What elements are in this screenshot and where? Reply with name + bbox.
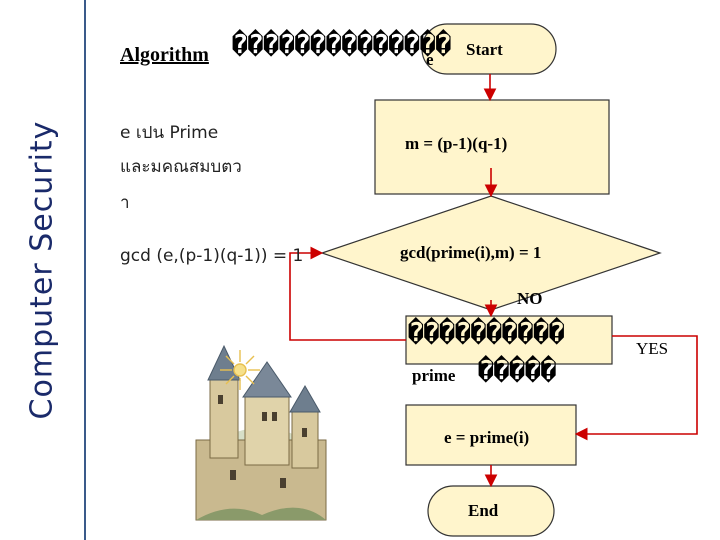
process-m-label: m = (p-1)(q-1): [405, 134, 508, 153]
arrow-yes-loop: [574, 335, 698, 441]
no-label: NO: [517, 289, 543, 308]
decision-label: gcd(prime(i),m) = 1: [400, 243, 542, 262]
algorithm-heading: Algorithm: [120, 44, 209, 66]
sun-sparkle-icon: [220, 350, 260, 390]
start-prefix: e: [426, 50, 434, 69]
note-property: และมคณสมบตว: [120, 157, 242, 177]
note-prime: e เปน Prime: [120, 123, 219, 143]
end-label: End: [468, 501, 499, 520]
castle-clipart: [195, 344, 327, 521]
check-prime-box: [405, 315, 613, 365]
start-terminal: [421, 23, 557, 75]
yes-label: YES: [636, 339, 669, 358]
arrow-back-loop: [289, 246, 406, 341]
prime-glyphs: �����: [478, 356, 557, 386]
start-label: Start: [466, 40, 503, 59]
sidebar: Computer Security: [0, 0, 86, 540]
note-property-cont: า: [120, 193, 130, 213]
process-e-label: e = prime(i): [444, 428, 530, 447]
heading-glyphs: ��������������: [232, 30, 452, 60]
prime-label: prime: [412, 366, 456, 385]
check-prime-glyphs: ����������: [408, 318, 565, 348]
note-gcd: gcd (e,(p-1)(q-1)) = 1: [120, 246, 304, 266]
